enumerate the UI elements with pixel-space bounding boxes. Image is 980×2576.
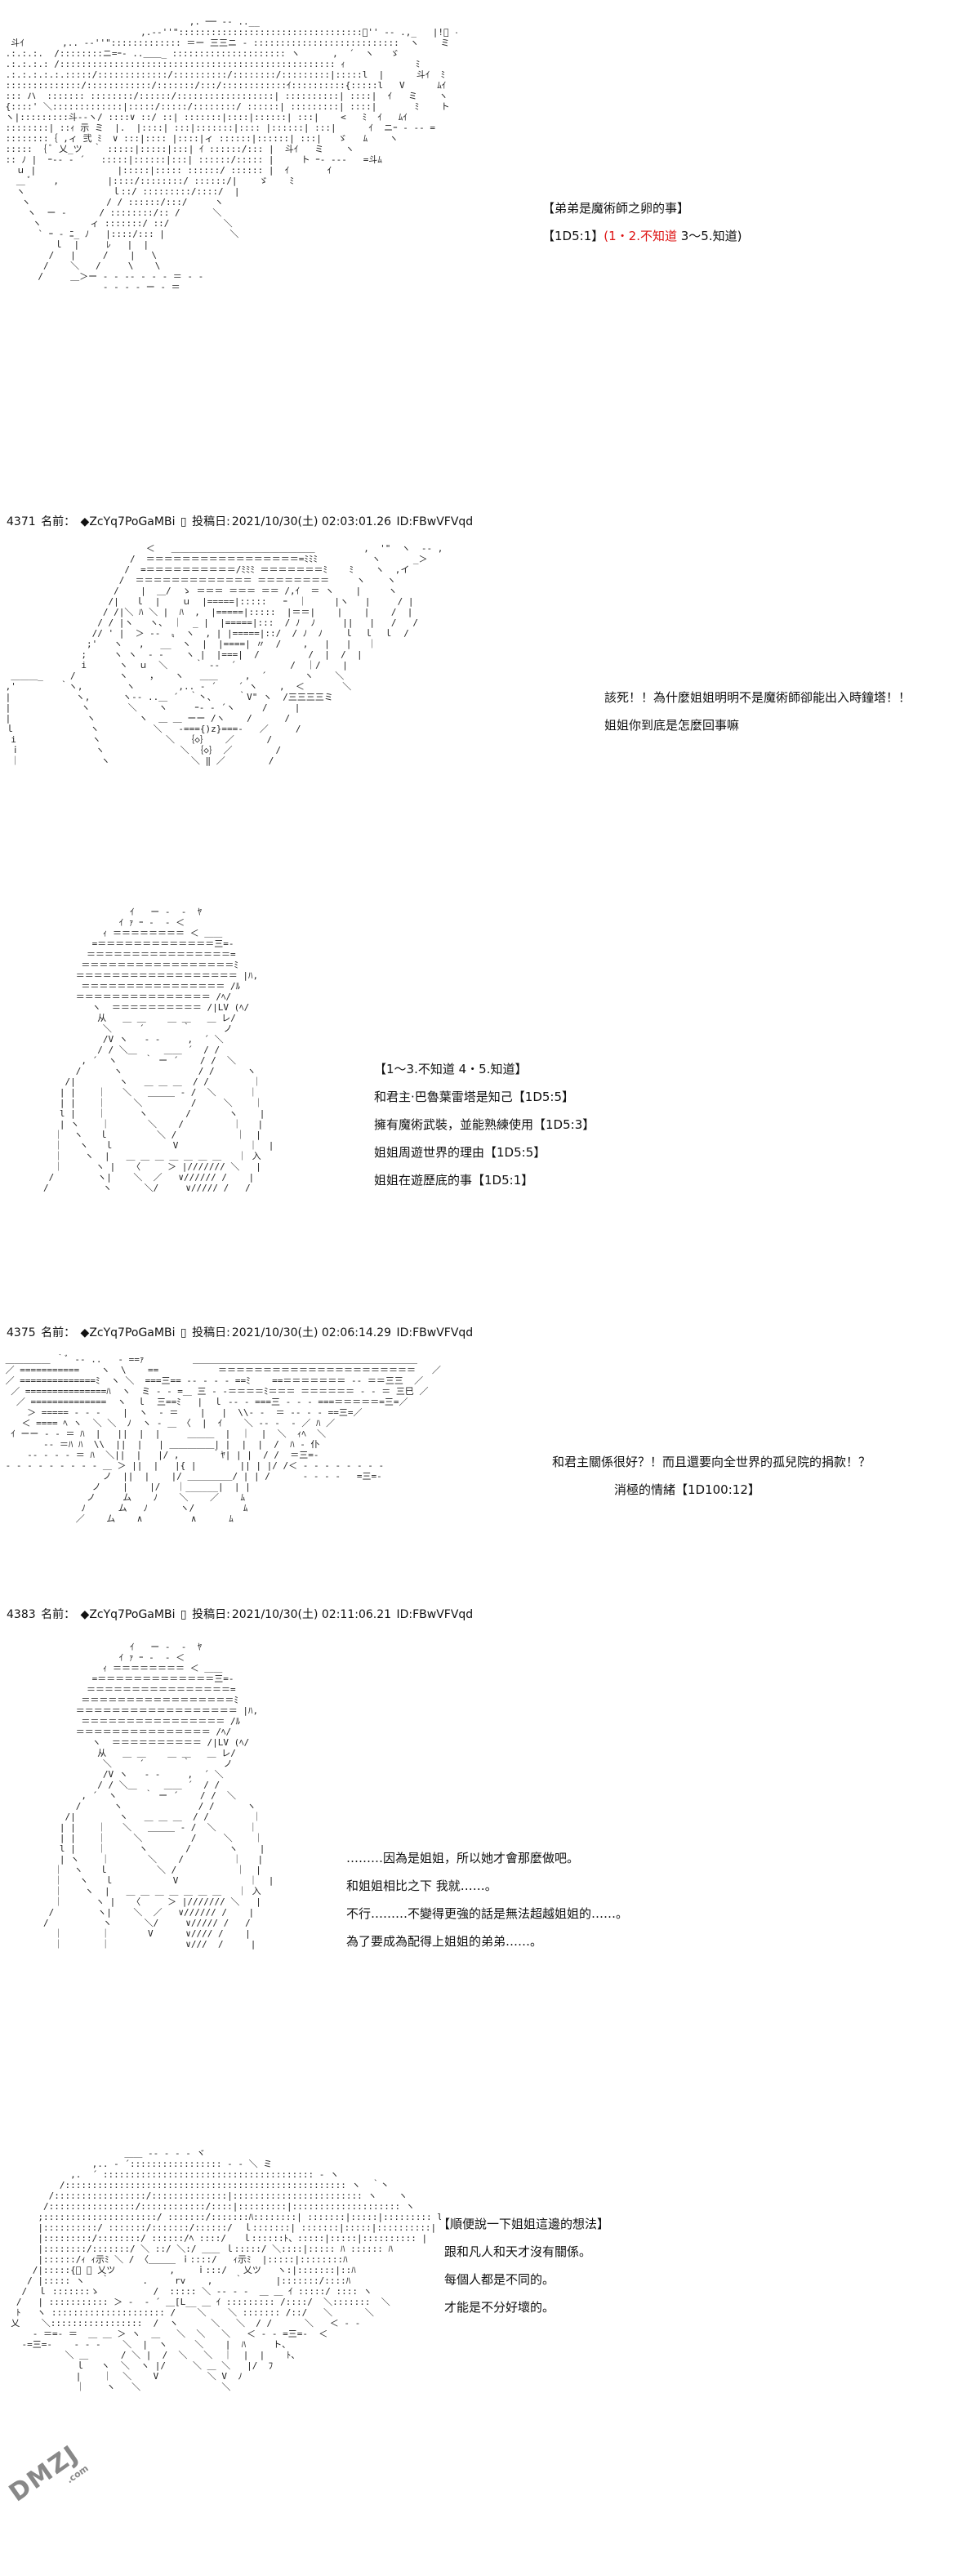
panel1-roll-suffix: 3～5.知道) (680, 229, 742, 243)
panel6-line4: 才能是不分好壞的。 (444, 2300, 555, 2315)
post-separator: ▯ (180, 1608, 187, 1621)
ascii-art-brother-shocked: ＿＿＿＿＿ ｀ﾞ ‐- .. ‐ ==ｧ ＿＿＿＿＿＿＿＿＿＿＿＿＿＿＿＿＿＿＿… (5, 1354, 441, 1524)
post-date-label: 投稿日: (192, 1326, 230, 1339)
post-date: 2021/10/30(土) 02:06:14.29 (231, 1326, 392, 1339)
panel4-line2: 消極的情緒【1D100:12】 (614, 1482, 760, 1497)
panel5-line2: 和姐姐相比之下 我就……。 (346, 1879, 497, 1893)
post-header-4383: 4383 名前： ◆ZcYq7PoGaMBi ▯ 投稿日:2021/10/30(… (7, 1607, 474, 1622)
post-name-label: 名前： (41, 1326, 76, 1339)
panel1-roll-result: 【1D5:1】 (542, 229, 604, 243)
post-date: 2021/10/30(土) 02:03:01.26 (231, 515, 392, 528)
panel3-line3: 擁有魔術武裝，並能熟練使用【1D5:3】 (374, 1117, 595, 1132)
post-id: ID:FBwVFVqd (396, 515, 474, 528)
panel6-line3: 每個人都是不同的。 (444, 2272, 555, 2287)
panel5-line3: 不行………不變得更強的話是無法超越姐姐的……。 (346, 1906, 629, 1921)
post-id: ID:FBwVFVqd (396, 1326, 474, 1339)
panel6-text: 【順便說一下姐姐這邊的想法】 跟和凡人和天才沒有關係。 每個人都是不同的。 才能… (438, 2210, 609, 2321)
post-date-label: 投稿日: (192, 515, 230, 528)
panel3-line5: 姐姐在遊歷底的事【1D5:1】 (374, 1173, 534, 1188)
post-number: 4371 (7, 515, 36, 528)
panel1-line2: 【1D5:1】(1・2.不知道 3～5.知道) (542, 222, 742, 250)
panel5-line4: 為了要成為配得上姐姐的弟弟……。 (346, 1934, 543, 1949)
panel5-text: ………因為是姐姐，所以她才會那麼做吧。 和姐姐相比之下 我就……。 不行………不… (346, 1844, 628, 1955)
post-trip: ◆ZcYq7PoGaMBi (80, 1608, 176, 1621)
panel6-line1: 【順便說一下姐姐這邊的想法】 (438, 2217, 610, 2231)
ascii-art-brother-face: ,. ── ‐- ..__ ,.-‐''":::::::::::::::::::… (5, 16, 457, 292)
panel3-line4: 姐姐周遊世界的理由【1D5:5】 (374, 1145, 546, 1160)
post-header-4375: 4375 名前： ◆ZcYq7PoGaMBi ▯ 投稿日:2021/10/30(… (7, 1326, 474, 1340)
post-trip: ◆ZcYq7PoGaMBi (80, 1326, 176, 1339)
panel2-text: 該死！！為什麼姐姐明明不是魔術師卻能出入時鐘塔！！ 姐姐你到底是怎麼回事嘛 (604, 684, 911, 739)
ascii-art-brother-angry: ＜ ＿＿＿＿＿＿＿＿＿＿＿＿＿＿＿＿ , '" ヽ ‐- , / ＝＝＝＝＝＝＝… (5, 543, 443, 766)
post-number: 4375 (7, 1326, 36, 1339)
post-id: ID:FBwVFVqd (396, 1608, 474, 1621)
panel2-line1: 該死！！為什麼姐姐明明不是魔術師卻能出入時鐘塔！！ (604, 690, 911, 705)
panel2-line2: 姐姐你到底是怎麼回事嘛 (604, 718, 740, 733)
panel4-text: 和君主關係很好？！而且還要向全世界的孤兒院的捐款！？ 消極的情緒【1D100:1… (552, 1448, 871, 1504)
post-date: 2021/10/30(土) 02:11:06.21 (231, 1608, 392, 1621)
post-number: 4383 (7, 1608, 36, 1621)
post-date-label: 投稿日: (192, 1608, 230, 1621)
ascii-art-brother-thinking: ｲ ー ‐ ‐ ﾔ ｲ ｧ ｰ ‐ ‐ ＜ ｨ ＝＝＝＝＝＝＝＝ ＜ ＿＿ =＝… (42, 907, 274, 1193)
panel1-red-text: (1・2.不知道 (604, 229, 677, 243)
post-name-label: 名前： (41, 1608, 76, 1621)
post-trip: ◆ZcYq7PoGaMBi (80, 515, 176, 528)
post-name-label: 名前： (41, 515, 76, 528)
panel1-line1: 【弟弟是魔術師之卵的事】 (542, 201, 690, 216)
panel3-line1: 【1～3.不知道 4・5.知道】 (374, 1062, 528, 1076)
panel1-text: 【弟弟是魔術師之卵的事】 【1D5:1】(1・2.不知道 3～5.知道) (542, 194, 742, 250)
post-header-4371: 4371 名前： ◆ZcYq7PoGaMBi ▯ 投稿日:2021/10/30(… (7, 515, 474, 529)
post-separator: ▯ (180, 1326, 187, 1339)
ascii-art-brother-resolve: ｲ ー ‐ ‐ ﾔ ｲ ｧ ｰ ‐ ‐ ＜ ｨ ＝＝＝＝＝＝＝＝ ＜ ＿＿ =＝… (42, 1642, 274, 1950)
panel3-line2: 和君主·巴魯葉雷塔是知己【1D5:5】 (374, 1090, 575, 1104)
panel6-line2: 跟和凡人和天才沒有關係。 (444, 2244, 592, 2259)
panel4-line1: 和君主關係很好？！而且還要向全世界的孤兒院的捐款！？ (552, 1455, 871, 1469)
post-separator: ▯ (180, 515, 187, 528)
ascii-art-sister-smile: ＿＿ ‐- ‐ ‐ ‐ ヾ ,.. ‐ ´::::::::::::::::: ‐… (11, 2148, 441, 2392)
panel5-line1: ………因為是姐姐，所以她才會那麼做吧。 (346, 1851, 580, 1865)
panel3-text: 【1～3.不知道 4・5.知道】 和君主·巴魯葉雷塔是知己【1D5:5】 擁有魔… (374, 1055, 595, 1194)
